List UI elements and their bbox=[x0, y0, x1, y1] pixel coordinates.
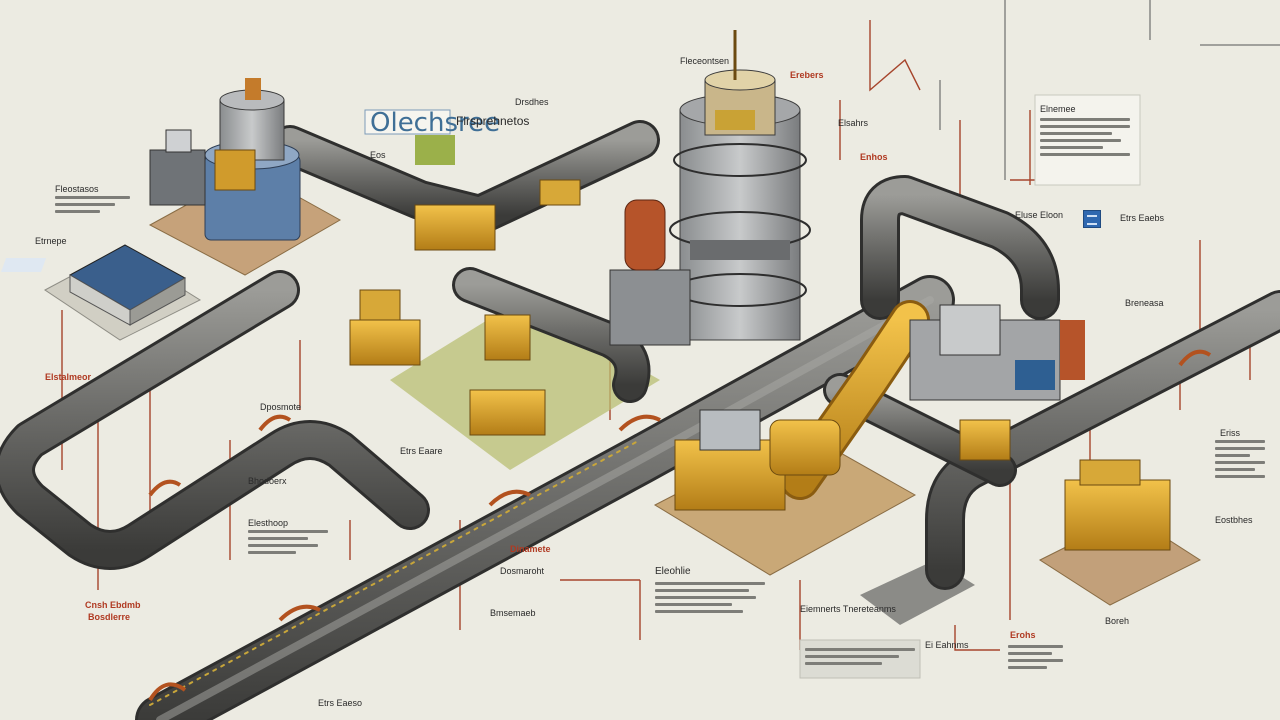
label-8: Bmsemaeb bbox=[490, 608, 536, 618]
text-block-lower-right bbox=[1008, 645, 1063, 673]
label-26: Eluse Eloon bbox=[1015, 210, 1064, 220]
heading-left: Olechsree bbox=[370, 108, 501, 138]
thin-rules bbox=[939, 0, 1280, 180]
label-19: Etrs Eaebs bbox=[1120, 213, 1165, 223]
label-2: Dposmote bbox=[260, 402, 302, 412]
label-16: Elsahrs bbox=[838, 118, 869, 128]
label-23: Erohs bbox=[1010, 630, 1036, 640]
label-1: Elstalmeor bbox=[45, 372, 92, 382]
label-5: Elesthoop bbox=[248, 518, 289, 528]
label-11: Bosdlerre bbox=[88, 612, 131, 622]
label-27: Etrnepe bbox=[35, 236, 67, 246]
text-block-right bbox=[1215, 440, 1265, 482]
label-9: Eleohlie bbox=[655, 566, 691, 577]
right-building bbox=[909, 304, 1085, 401]
heading-right: Flrsprehnetos bbox=[456, 114, 530, 128]
text-block-lower-left bbox=[248, 530, 328, 558]
left-building bbox=[1, 244, 187, 326]
label-14: Fleceontsen bbox=[680, 56, 730, 66]
text-block-upper-right bbox=[1040, 118, 1130, 160]
label-6: Dinamete bbox=[510, 544, 551, 554]
label-7: Dosmaroht bbox=[500, 566, 545, 576]
label-25: Eiemnerts Tnereteanms bbox=[800, 604, 896, 614]
label-28: Eostbhes bbox=[1215, 515, 1253, 525]
info-badge-icon bbox=[1083, 210, 1101, 228]
label-0: Fleostasos bbox=[55, 184, 99, 194]
label-13: Drsdhes bbox=[515, 97, 549, 107]
label-21: Eriss bbox=[1220, 428, 1240, 438]
label-15: Erebers bbox=[790, 70, 824, 80]
pipe-network bbox=[0, 120, 1280, 720]
pipe-clamps bbox=[148, 349, 1212, 702]
central-tower bbox=[609, 30, 811, 346]
label-3: Etrs Eaare bbox=[400, 446, 443, 456]
label-29: Eos bbox=[370, 150, 386, 160]
label-24: Ei Eahnms bbox=[925, 640, 969, 650]
label-4: Bhodoerx bbox=[248, 476, 287, 486]
label-22: Boreh bbox=[1105, 616, 1130, 626]
text-block-left bbox=[55, 196, 130, 217]
label-12: Etrs Eaeso bbox=[318, 698, 363, 708]
yellow-machinery bbox=[349, 179, 1171, 551]
label-17: Enhos bbox=[860, 152, 888, 162]
text-block-mid bbox=[655, 582, 765, 617]
left-tank-unit bbox=[149, 78, 301, 241]
text-block-bottom bbox=[805, 648, 915, 669]
label-18: Elnemee bbox=[1040, 104, 1076, 114]
label-10: Cnsh Ebdmb bbox=[85, 600, 141, 610]
label-20: Breneasa bbox=[1125, 298, 1164, 308]
